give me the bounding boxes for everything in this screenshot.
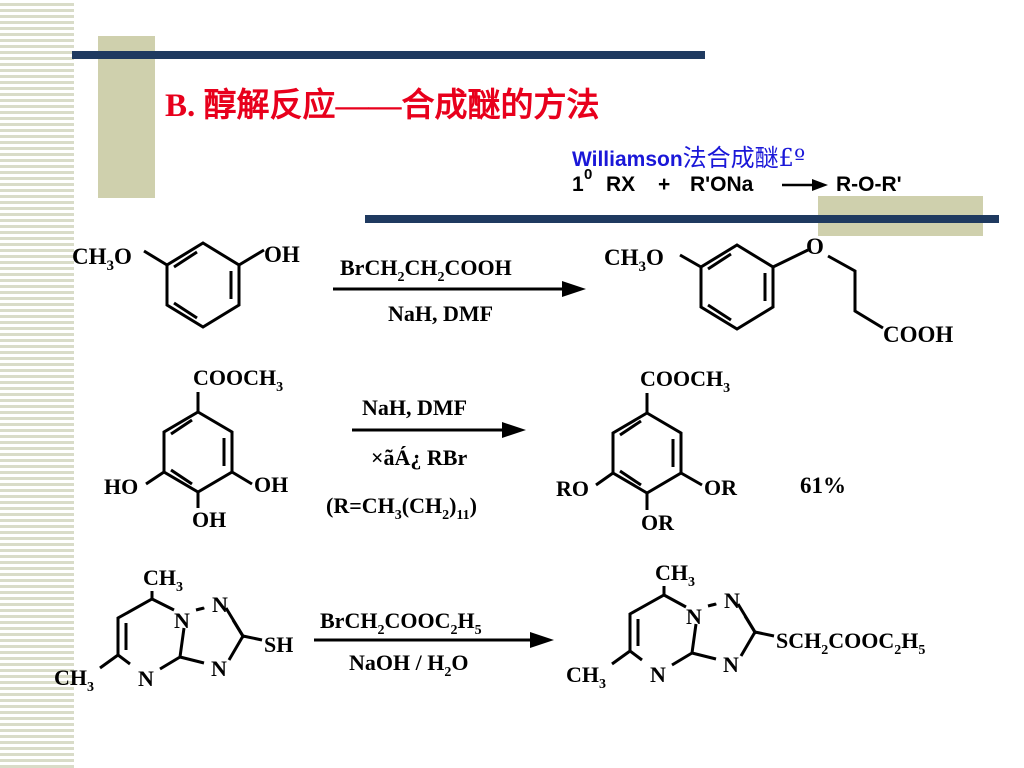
r3-sm-methyl-bottom: CH3 — [54, 665, 94, 695]
eq-product: R-O-R' — [836, 173, 902, 196]
r1-product-carboxyl-label: COOH — [883, 322, 953, 347]
r3-sm-nitrogen-pyrimidine: N — [138, 666, 154, 691]
r2-starting-material: COOCH3 HO OH OH — [104, 365, 288, 532]
r2-reagent-above: NaH, DMF — [362, 395, 467, 420]
striped-side-panel — [0, 0, 74, 768]
r2-product-alkoxy-right: OR — [704, 475, 738, 500]
r3-sm-bond-dash: - — [198, 594, 205, 619]
r2-sm-hydroxyl-left: HO — [104, 474, 138, 499]
r3-sm-bridgehead-nitrogen: N — [174, 608, 190, 633]
r3-sm-nitrogen-top: N — [212, 592, 228, 617]
eq-rx: RX — [606, 173, 636, 196]
r1-sm-methoxy-label: CH3O — [72, 244, 132, 274]
r1-starting-material: CH3O OH — [72, 241, 300, 329]
r2-yield: 61% — [800, 473, 846, 498]
reaction-3: CH3 CH3 N - N N N SH BrCH2COOC2H5 — [54, 560, 925, 695]
eq-ona: R'ONa — [690, 173, 754, 196]
r3-product-bicyclic-core — [611, 586, 775, 667]
r3-product-methyl-bottom: CH3 — [566, 662, 606, 692]
r3-product-nitrogen-top: N — [724, 588, 740, 613]
r3-reaction-arrow — [314, 632, 554, 648]
r3-sm-thiol-label: SH — [264, 632, 293, 657]
r3-product-bridgehead-nitrogen: N — [686, 604, 702, 629]
r2-reaction-arrow — [352, 422, 526, 438]
r1-product: CH3O O COOH — [604, 234, 953, 347]
r1-product-benzene-ring — [679, 243, 884, 331]
r3-reagent-below: NaOH / H2O — [349, 650, 468, 680]
r3-starting-material: CH3 CH3 N - N N N SH — [54, 565, 293, 695]
r1-reagent-below: NaH, DMF — [388, 301, 493, 326]
r2-reagent-below: ×ãÁ¿ RBr — [371, 445, 467, 470]
eq-arrow — [782, 179, 828, 191]
r1-sm-benzene-ring — [143, 241, 265, 329]
r1-sm-hydroxyl-label: OH — [264, 242, 300, 267]
r3-product-thioether-label: SCH2COOC2H5 — [776, 628, 925, 658]
decorative-bar-top — [72, 51, 705, 59]
r3-product-nitrogen-pyrimidine: N — [650, 662, 666, 687]
r2-condition: (R=CH3(CH2)11) — [326, 493, 477, 523]
decorative-square-top — [98, 36, 155, 198]
reaction-2: COOCH3 HO OH OH NaH, DMF ×ãÁ¿ RBr (R=CH3… — [104, 365, 846, 535]
eq-superscript: 0 — [584, 166, 593, 183]
williamson-title: Williamson法合成醚£º — [572, 138, 932, 173]
r3-product-nitrogen-bottom: N — [723, 652, 739, 677]
eq-one: 1 — [572, 173, 584, 196]
r2-product-ester-label: COOCH3 — [640, 366, 730, 396]
r2-product-alkoxy-bottom: OR — [641, 510, 675, 535]
r3-product-methyl-top: CH3 — [655, 560, 695, 590]
r1-reaction-arrow — [333, 281, 586, 297]
decorative-bar-middle — [365, 215, 999, 223]
slide-title: B. 醇解反应——合成醚的方法 — [165, 88, 600, 124]
williamson-equation: 1 0 RX + R'ONa R-O-R' — [572, 166, 932, 201]
r1-product-ether-oxygen: O — [806, 234, 824, 259]
r3-sm-bicyclic-core — [99, 591, 263, 671]
r3-product-bond-dash: - — [710, 590, 717, 615]
r2-sm-hydroxyl-right: OH — [254, 472, 288, 497]
reaction-1: CH3O OH BrCH2CH2COOH NaH, DMF CH3O O COO… — [72, 234, 953, 347]
williamson-title-latin: Williamson — [572, 148, 683, 171]
r2-product-benzene-ring — [595, 393, 703, 510]
r2-product-alkoxy-left: RO — [556, 476, 589, 501]
r3-product: CH3 CH3 N - N N N SCH2COOC2H5 — [566, 560, 925, 692]
r2-sm-benzene-ring — [145, 392, 253, 508]
eq-plus: + — [658, 173, 671, 196]
r3-sm-nitrogen-bottom: N — [211, 656, 227, 681]
r1-reagent-above: BrCH2CH2COOH — [340, 255, 512, 285]
williamson-title-cjk: 法合成醚£º — [682, 144, 806, 172]
r2-sm-hydroxyl-bottom: OH — [192, 507, 226, 532]
r3-sm-methyl-top: CH3 — [143, 565, 183, 595]
williamson-box: Williamson法合成醚£º 1 0 RX + R'ONa R-O-R' — [572, 138, 932, 201]
r2-product: COOCH3 RO OR OR — [556, 366, 738, 535]
r1-product-methoxy-label: CH3O — [604, 245, 664, 275]
r3-reagent-above: BrCH2COOC2H5 — [320, 608, 482, 638]
r2-sm-ester-label: COOCH3 — [193, 365, 283, 395]
